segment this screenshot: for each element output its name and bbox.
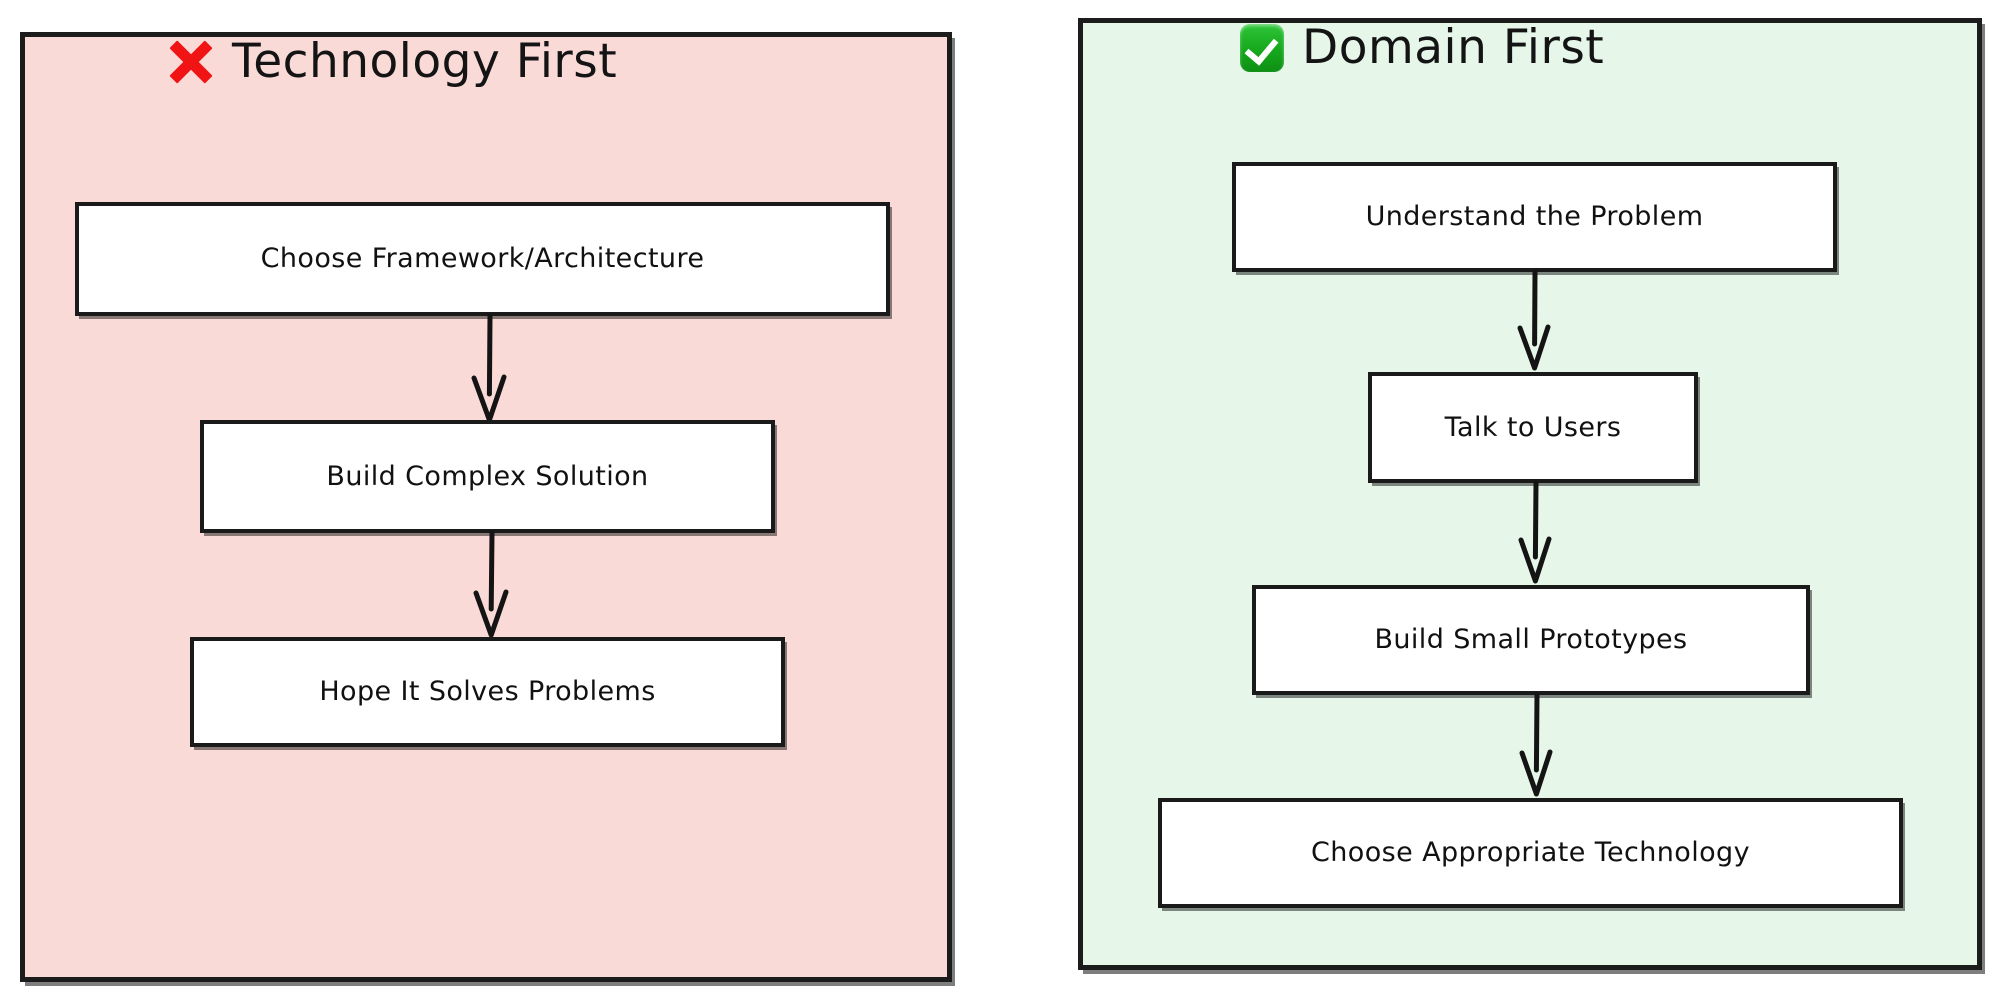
- cross-mark-icon: [168, 39, 214, 85]
- node-build-complex-solution[interactable]: Build Complex Solution: [200, 420, 775, 533]
- node-label: Choose Framework/Architecture: [260, 243, 705, 275]
- panel-title-text: Domain First: [1302, 20, 1605, 75]
- node-label: Build Complex Solution: [326, 460, 649, 492]
- node-build-small-prototypes[interactable]: Build Small Prototypes: [1252, 585, 1810, 695]
- node-label: Build Small Prototypes: [1374, 624, 1688, 656]
- panel-title-text: Technology First: [232, 34, 618, 89]
- arrow-connector: [1517, 269, 1551, 372]
- arrow-connector: [1518, 480, 1552, 585]
- panel-title-technology-first: Technology First: [168, 34, 617, 89]
- node-choose-framework-architecture[interactable]: Choose Framework/Architecture: [75, 202, 890, 316]
- check-mark-button-icon: [1240, 23, 1284, 72]
- panel-title-domain-first: Domain First: [1240, 20, 1604, 75]
- node-label: Choose Appropriate Technology: [1311, 837, 1750, 869]
- node-label: Understand the Problem: [1365, 201, 1704, 233]
- arrow-connector: [473, 530, 509, 639]
- arrow-connector: [471, 313, 507, 424]
- node-understand-the-problem[interactable]: Understand the Problem: [1232, 162, 1837, 272]
- node-talk-to-users[interactable]: Talk to Users: [1368, 372, 1698, 483]
- node-choose-appropriate-technology[interactable]: Choose Appropriate Technology: [1158, 798, 1903, 908]
- node-hope-it-solves-problems[interactable]: Hope It Solves Problems: [190, 637, 785, 747]
- arrow-connector: [1519, 692, 1553, 798]
- node-label: Talk to Users: [1444, 411, 1622, 443]
- node-label: Hope It Solves Problems: [319, 676, 656, 708]
